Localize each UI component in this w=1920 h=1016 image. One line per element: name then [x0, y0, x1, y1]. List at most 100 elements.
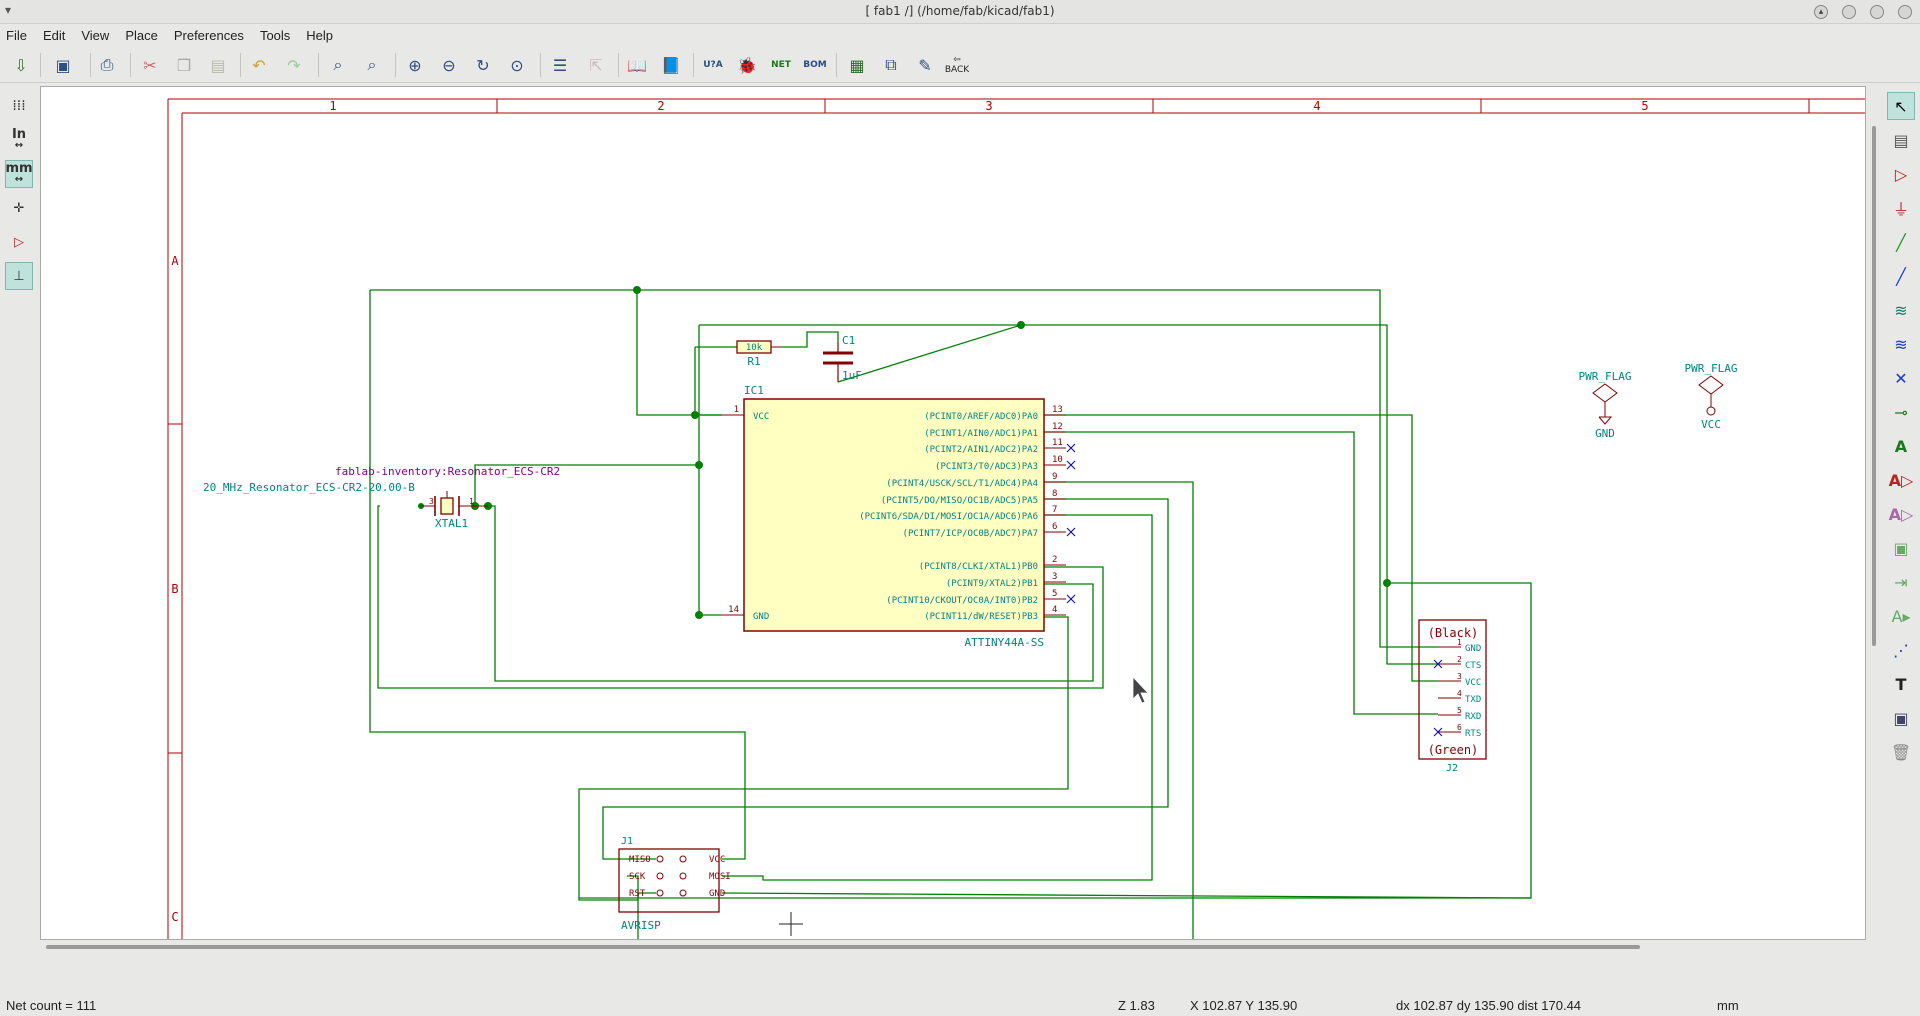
ic1-symbol[interactable]: IC1 ATTINY44A-SS VCC GND 1 14 (PCINT0/AR… [722, 384, 1076, 649]
xtal1-pin3: 1 [469, 497, 474, 506]
place-bus-icon[interactable]: ╱ [1896, 266, 1906, 286]
zoom-fit-icon[interactable]: ⊙ [510, 55, 524, 75]
j2-pin-name: RTS [1465, 729, 1481, 739]
find-icon[interactable]: ⌕ [333, 55, 343, 74]
footprint-browser-icon[interactable]: ⧉ [885, 55, 897, 74]
horizontal-scrollbar[interactable] [40, 942, 1866, 952]
ic1-pin-name: (PCINT1/AIN0/ADC1)PA1 [924, 429, 1038, 439]
title-bar: ▾ [ fab1 /] (/home/fab/kicad/fab1) ▴ [0, 0, 1920, 24]
cut-icon[interactable]: ✂ [143, 55, 157, 75]
ic1-pin-vcc: VCC [753, 412, 769, 422]
ic1-pin-name: (PCINT5/DO/MISO/OC1B/ADC5)PA5 [881, 496, 1038, 506]
pwr-flag-vcc[interactable]: PWR_FLAG VCC [1685, 362, 1738, 431]
zoom-out-icon[interactable]: ⊖ [442, 55, 456, 75]
j2-symbol[interactable]: (Black) (Green) 1GND2CTS3VCC4TXD5RXD6RTS… [1418, 619, 1487, 774]
netlist-icon[interactable]: NET [771, 60, 791, 70]
pwr-flag-1-label: PWR_FLAG [1579, 370, 1632, 383]
close-button[interactable] [1898, 5, 1912, 19]
page-settings-icon[interactable]: ▣ [55, 55, 71, 75]
j2-pin-number: 5 [1457, 706, 1462, 715]
find-replace-icon[interactable]: ⌕ [367, 55, 377, 74]
ic1-pin-number: 10 [1052, 455, 1063, 465]
j1-ref: J1 [621, 836, 633, 847]
j1-pin-sck: SCK [629, 872, 646, 882]
menu-preferences[interactable]: Preferences [173, 27, 244, 43]
j2-ref: J2 [1446, 763, 1458, 774]
schematic-canvas[interactable]: 1 2 3 4 5 A B C [40, 86, 1866, 940]
menu-tools[interactable]: Tools [259, 27, 291, 43]
back-annotate-button[interactable]: ⇦BACK [944, 55, 970, 75]
c1-value: 1uF [842, 369, 862, 382]
minimize-button[interactable] [1842, 5, 1856, 19]
leave-sheet-icon[interactable]: ⇱ [589, 55, 603, 75]
delete-icon[interactable]: 🗑 [1890, 742, 1912, 762]
assign-footprints-icon[interactable]: ▦ [849, 55, 865, 75]
xtal1-symbol[interactable]: 3 1 [421, 491, 488, 516]
j1-pin-mosi: MOSI [709, 872, 731, 882]
pwr-flag-gnd[interactable]: PWR_FLAG GND [1579, 370, 1632, 440]
grid-toggle-icon[interactable]: ⁞⁞⁞ [12, 98, 26, 114]
r1-symbol[interactable]: 10k R1 [736, 340, 782, 368]
copy-icon[interactable]: ❐ [176, 55, 192, 75]
image-icon[interactable]: ▣ [1893, 708, 1909, 728]
sheet-pin-icon[interactable]: A▸ [1891, 606, 1911, 626]
place-component-icon[interactable]: ▷ [1894, 164, 1908, 184]
j1-symbol[interactable]: MISO SCK RST VCC MOSI GND J1 AVRISP [618, 836, 731, 932]
ic1-pin-number: 12 [1052, 422, 1063, 432]
hierarchical-sheet-icon[interactable]: ▣ [1893, 538, 1909, 558]
place-power-icon[interactable]: ⏚ [1892, 200, 1909, 219]
cursor-shape-icon[interactable]: ✛ [13, 200, 25, 216]
bom-icon[interactable]: BOM [803, 60, 827, 70]
j1-pin-gnd: GND [709, 889, 725, 899]
menu-file[interactable]: File [6, 27, 27, 43]
mm-units-button[interactable]: mm↔ [5, 160, 33, 188]
graphic-line-icon[interactable]: ⋰ [1893, 640, 1909, 660]
menu-edit[interactable]: Edit [42, 27, 66, 43]
no-connect-icon[interactable]: ✕ [1894, 368, 1908, 388]
inch-units-button[interactable]: In↔ [11, 127, 27, 151]
undo-icon[interactable]: ↶ [252, 55, 266, 75]
hierarchy-navigator-icon[interactable]: ☰ [552, 55, 568, 75]
maximize-button[interactable] [1870, 5, 1884, 19]
units-indicator: mm [1717, 998, 1739, 1013]
net-label-icon[interactable]: A [1894, 436, 1908, 456]
menu-place[interactable]: Place [125, 27, 158, 43]
pcbnew-icon[interactable]: ✎ [918, 55, 932, 75]
hidden-pins-icon[interactable]: ▷ [14, 234, 24, 250]
ic1-right-pins: (PCINT0/AREF/ADC0)PA013(PCINT1/AIN0/ADC1… [859, 405, 1076, 622]
print-icon[interactable]: ⎙ [100, 55, 114, 74]
zoom-level: Z 1.83 [1118, 998, 1155, 1013]
annotate-icon[interactable]: U?A [703, 60, 723, 70]
import-sheet-pin-icon[interactable]: ⇥ [1894, 572, 1908, 592]
global-label-icon[interactable]: A▷ [1888, 470, 1914, 490]
vertical-scrollbar[interactable] [1869, 86, 1879, 940]
save-icon[interactable]: ⇩ [14, 55, 28, 75]
wires[interactable] [369, 289, 1532, 940]
library-browser-icon[interactable]: 📘 [661, 55, 681, 75]
select-tool-icon[interactable]: ↖ [1887, 92, 1915, 120]
orthogonal-wires-icon[interactable]: ⊥ [5, 262, 33, 290]
shade-icon[interactable]: ▴ [1814, 5, 1828, 19]
redo-icon[interactable]: ↷ [287, 55, 301, 75]
window-menu-icon[interactable]: ▾ [5, 3, 12, 17]
menu-help[interactable]: Help [306, 27, 334, 43]
menu-view[interactable]: View [81, 27, 110, 43]
cursor-delta: dx 102.87 dy 135.90 dist 170.44 [1396, 998, 1582, 1013]
j1-pin-miso: MISO [629, 855, 651, 865]
bus-to-bus-entry-icon[interactable]: ≋ [1894, 334, 1908, 354]
paste-icon[interactable]: ▤ [210, 55, 226, 75]
c1-symbol[interactable] [823, 342, 853, 382]
highlight-net-icon[interactable]: ▤ [1893, 130, 1909, 150]
redraw-icon[interactable]: ↻ [476, 55, 490, 75]
sheet-col-1: 1 [329, 99, 336, 113]
wire-to-bus-entry-icon[interactable]: ≋ [1894, 300, 1908, 320]
library-editor-icon[interactable]: 📖 [627, 55, 647, 75]
hierarchical-label-icon[interactable]: A▷ [1888, 504, 1914, 524]
place-wire-icon[interactable]: ╱ [1896, 232, 1906, 252]
text-icon[interactable]: T [1895, 674, 1907, 694]
j2-pin-name: VCC [1465, 678, 1481, 688]
junction-icon[interactable]: ⊸ [1894, 402, 1908, 422]
zoom-in-icon[interactable]: ⊕ [408, 55, 422, 75]
erc-icon[interactable]: 🐞 [737, 55, 757, 75]
j2-pin-number: 4 [1457, 689, 1462, 698]
